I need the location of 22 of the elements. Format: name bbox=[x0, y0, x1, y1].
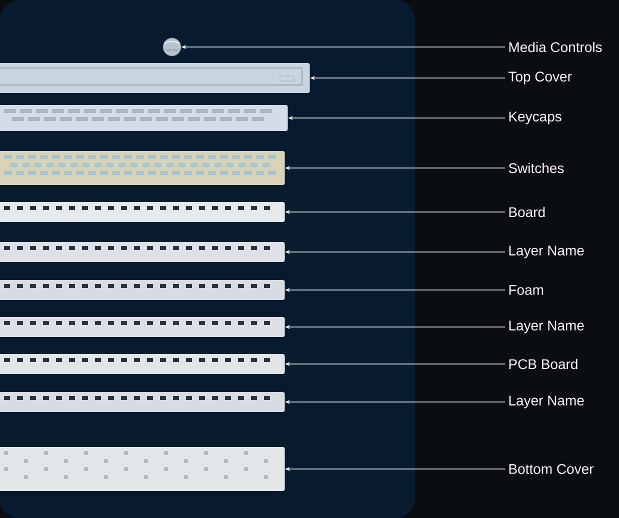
part-label: PCB Board bbox=[509, 358, 578, 370]
layer-drawing bbox=[0, 392, 285, 412]
part-label: Bottom Cover bbox=[509, 464, 594, 474]
part-label: Top Cover bbox=[508, 72, 572, 84]
knob bbox=[162, 38, 182, 56]
pcb-drawing bbox=[0, 354, 285, 374]
part-label: Board bbox=[509, 206, 545, 218]
top-cover-drawing bbox=[0, 63, 310, 93]
switches-drawing bbox=[0, 151, 285, 185]
keycaps-drawing bbox=[0, 105, 288, 131]
plate-drawing bbox=[0, 202, 285, 222]
part-label: Layer Name bbox=[509, 320, 584, 334]
part-label: Foam bbox=[509, 285, 544, 295]
foam-drawing bbox=[0, 280, 285, 300]
part-label: Layer Name bbox=[509, 396, 584, 408]
layer-drawing bbox=[0, 242, 285, 262]
bottom-cover-drawing bbox=[0, 447, 285, 491]
layer-drawing bbox=[0, 317, 285, 337]
part-label: Keycaps bbox=[509, 112, 562, 124]
part-label: Switches bbox=[508, 162, 564, 174]
part-label: Layer Name bbox=[509, 246, 584, 258]
part-label: Media Controls bbox=[509, 42, 602, 52]
